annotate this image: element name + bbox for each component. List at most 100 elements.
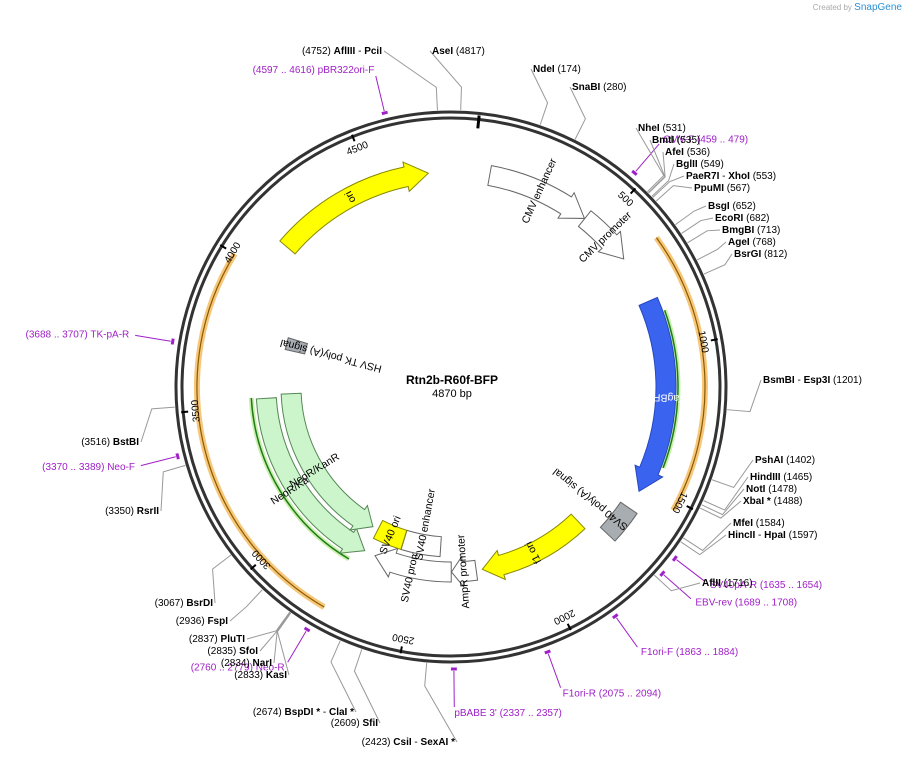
primer-marker: [381, 110, 388, 116]
site-leader: [330, 640, 357, 713]
feature-sv40-promoter: [374, 547, 452, 583]
tick-label: 4000: [223, 240, 244, 265]
site-label: AgeI (768): [728, 237, 776, 248]
tick-mark: [710, 338, 718, 342]
site-label: MfeI (1584): [733, 518, 785, 529]
site-label: (2609) SfiI: [331, 718, 378, 729]
primer-label: (3370 .. 3389) Neo-F: [42, 462, 135, 473]
site-separator: -: [412, 737, 421, 748]
site-label: AflII (1716): [702, 578, 753, 589]
site-leader: [530, 68, 549, 125]
site-leader: [727, 379, 762, 413]
site-separator: -: [355, 46, 364, 57]
site-position: (4817): [456, 46, 485, 57]
site-label: AseI (4817): [432, 46, 485, 57]
site-label: HindIII (1465): [750, 472, 812, 483]
site-name-alt: HpaI: [764, 530, 786, 541]
orange-annotation-core: [196, 253, 325, 608]
tick-label: 4500: [345, 139, 370, 158]
tick-label: 2500: [391, 631, 415, 646]
site-name: SfoI: [239, 646, 258, 657]
tick-mark: [566, 623, 572, 631]
site-leader: [703, 476, 749, 511]
site-position: (1597): [789, 530, 818, 541]
primer-name: SV40pA-R: [710, 580, 757, 591]
site-position: (713): [757, 225, 780, 236]
site-separator: -: [320, 707, 329, 718]
primer-leader: [135, 334, 171, 342]
primer-name: F1ori-R: [563, 688, 596, 699]
site-label: (4752) AflIII - PciI: [302, 46, 382, 57]
primer-range: (1689 .. 1708): [732, 597, 797, 608]
site-leader: [654, 574, 701, 592]
site-name: BstBI: [113, 437, 139, 448]
site-position: (2835): [207, 646, 236, 657]
origin-tick: [476, 115, 481, 129]
site-leader: [652, 175, 685, 198]
site-position: (2833): [234, 670, 263, 681]
primer-range: (1863 .. 1884): [673, 647, 738, 658]
snapgene-logo: SnapGene: [854, 2, 902, 13]
primer-marker: [175, 453, 180, 460]
tick-mark: [629, 187, 637, 195]
green-annotation-core: [662, 309, 679, 469]
site-leader: [140, 406, 175, 443]
site-name: PshAI: [755, 455, 784, 466]
site-name: HindIII: [750, 472, 781, 483]
site-position: (768): [752, 237, 775, 248]
feature-neor-kanr: [280, 392, 374, 531]
site-position: (1488): [774, 496, 803, 507]
primer-range: (3688 .. 3707): [25, 329, 90, 340]
primer-marker: [170, 338, 175, 345]
tick-mark: [249, 563, 257, 571]
primer-range: (1635 .. 1654): [757, 580, 822, 591]
site-name: BsgI: [708, 201, 730, 212]
site-position: (536): [687, 147, 710, 158]
site-position: (2674): [253, 707, 282, 718]
tick-mark: [219, 244, 227, 250]
site-position: (1201): [833, 375, 862, 386]
site-name: MfeI: [733, 518, 753, 529]
primer-leader: [635, 143, 660, 172]
tick-mark: [686, 505, 694, 511]
site-separator: -: [755, 530, 764, 541]
site-leader: [680, 534, 727, 556]
site-label: BglII (549): [676, 159, 724, 170]
site-label: (2835) SfoI: [207, 646, 258, 657]
site-label: PaeR7I - XhoI (553): [686, 171, 776, 182]
site-position: (3516): [81, 437, 110, 448]
feature-label: TagBFP: [647, 391, 685, 405]
primer-range: (2075 .. 2094): [596, 688, 661, 699]
site-label: BmtI (535): [652, 135, 700, 146]
site-position: (1478): [768, 484, 797, 495]
site-position: (1402): [786, 455, 815, 466]
primer-name: CMV-F: [663, 134, 694, 145]
orange-annotation-core: [655, 237, 706, 511]
primer-range: (3370 .. 3389): [42, 462, 107, 473]
site-name-alt: PciI: [364, 46, 382, 57]
site-label: NotI (1478): [746, 484, 797, 495]
plasmid-length: 4870 bp: [432, 388, 472, 400]
primer-leader: [616, 617, 638, 648]
primer-range: (459 .. 479): [694, 134, 748, 145]
primer-marker: [671, 555, 678, 562]
annotation-arcs: [194, 235, 708, 610]
site-name: PaeR7I: [686, 171, 720, 182]
site-name: CsiI: [393, 737, 412, 748]
site-label: XbaI * (1488): [743, 496, 802, 507]
site-label: SnaBI (280): [572, 82, 626, 93]
site-name: PpuMI: [694, 183, 724, 194]
site-leader: [569, 86, 586, 140]
primer-name: pBR322ori-F: [318, 65, 375, 76]
site-leader: [696, 241, 727, 261]
site-position: (1584): [756, 518, 785, 529]
backbone-inner-strand: [180, 116, 722, 658]
site-label: BsrGI (812): [734, 249, 787, 260]
site-separator: -: [719, 171, 728, 182]
primer-name: TK-pA-R: [90, 329, 129, 340]
primer-marker: [303, 626, 311, 633]
primer-marker: [659, 570, 666, 577]
site-leader: [229, 589, 263, 622]
